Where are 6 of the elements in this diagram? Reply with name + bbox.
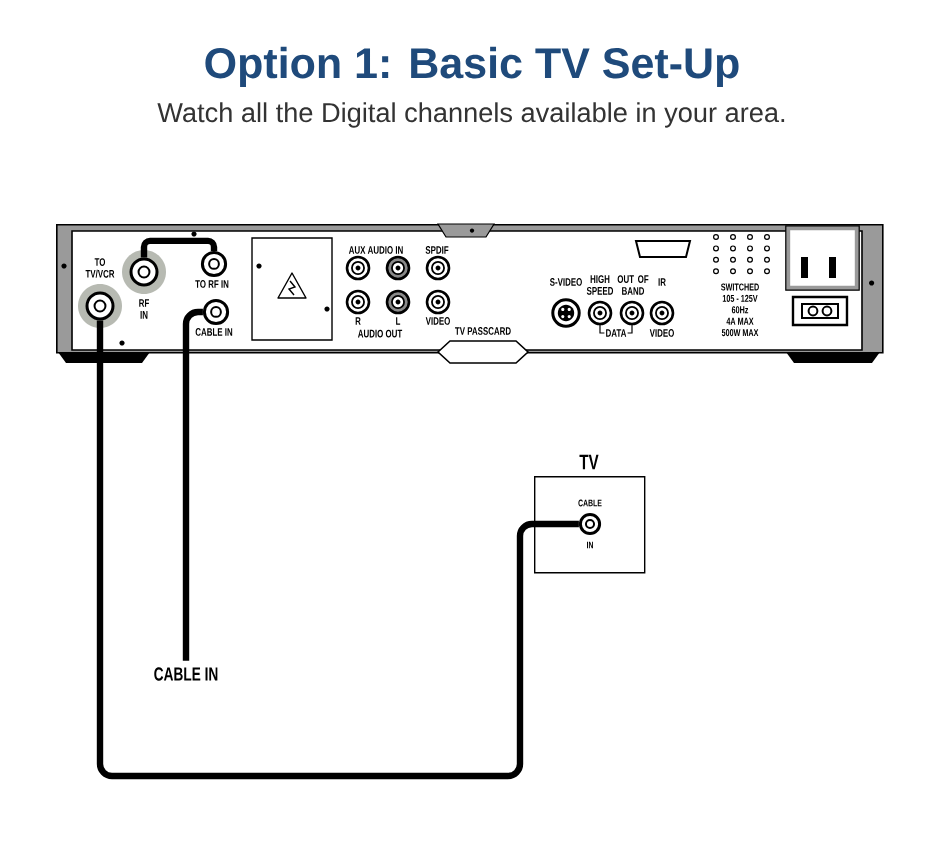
title: Option 1: Basic TV Set-Up [205, 46, 739, 87]
subtitle: Watch all the Digital channels available in your area. [157, 102, 785, 128]
rca-jack [345, 255, 371, 281]
cable-label: CABLE IN [154, 667, 218, 681]
rca-jack [385, 255, 411, 281]
device-label: TV [579, 454, 599, 470]
